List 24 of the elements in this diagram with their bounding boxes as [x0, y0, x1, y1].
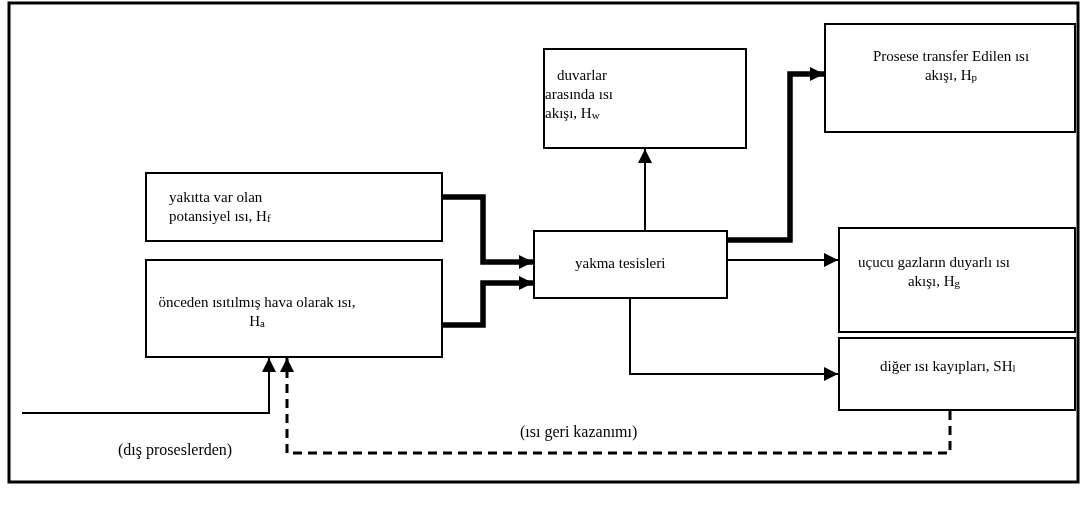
process-box [145, 172, 443, 242]
arrow [728, 67, 824, 243]
box-text: diğer ısı kayıpları, SH$_{l}$ [880, 357, 1017, 376]
box-text: duvarlar arasında ısı akışı, H$_{w}$ [545, 66, 614, 123]
process-box [533, 230, 728, 299]
box-text: Prosese transfer Edilen ısı akışı, H$_{p}$ [871, 47, 1031, 85]
process-box [824, 23, 1076, 133]
process-box [838, 227, 1076, 333]
box-text: yakıtta var olan potansiyel ısı, H$_{f}$ [169, 188, 272, 226]
arrow [21, 357, 276, 414]
edge-label: (dış proseslerden) [118, 440, 233, 459]
process-box [838, 337, 1076, 411]
arrow [280, 358, 952, 455]
edge-label: (ısı geri kazanımı) [520, 422, 638, 441]
box-text: uçucu gazların duyarlı ısı akışı, H$_{g}$ [857, 253, 1011, 291]
arrow [443, 194, 533, 269]
box-text: önceden ısıtılmış hava olarak ısı, H$_{a}$ [157, 293, 357, 331]
arrow [443, 276, 533, 328]
box-text: yakma tesisleri [575, 254, 667, 273]
arrow [629, 298, 839, 381]
process-box [145, 259, 443, 358]
process-box [543, 48, 747, 149]
arrow [638, 148, 652, 231]
arrow [727, 253, 839, 267]
